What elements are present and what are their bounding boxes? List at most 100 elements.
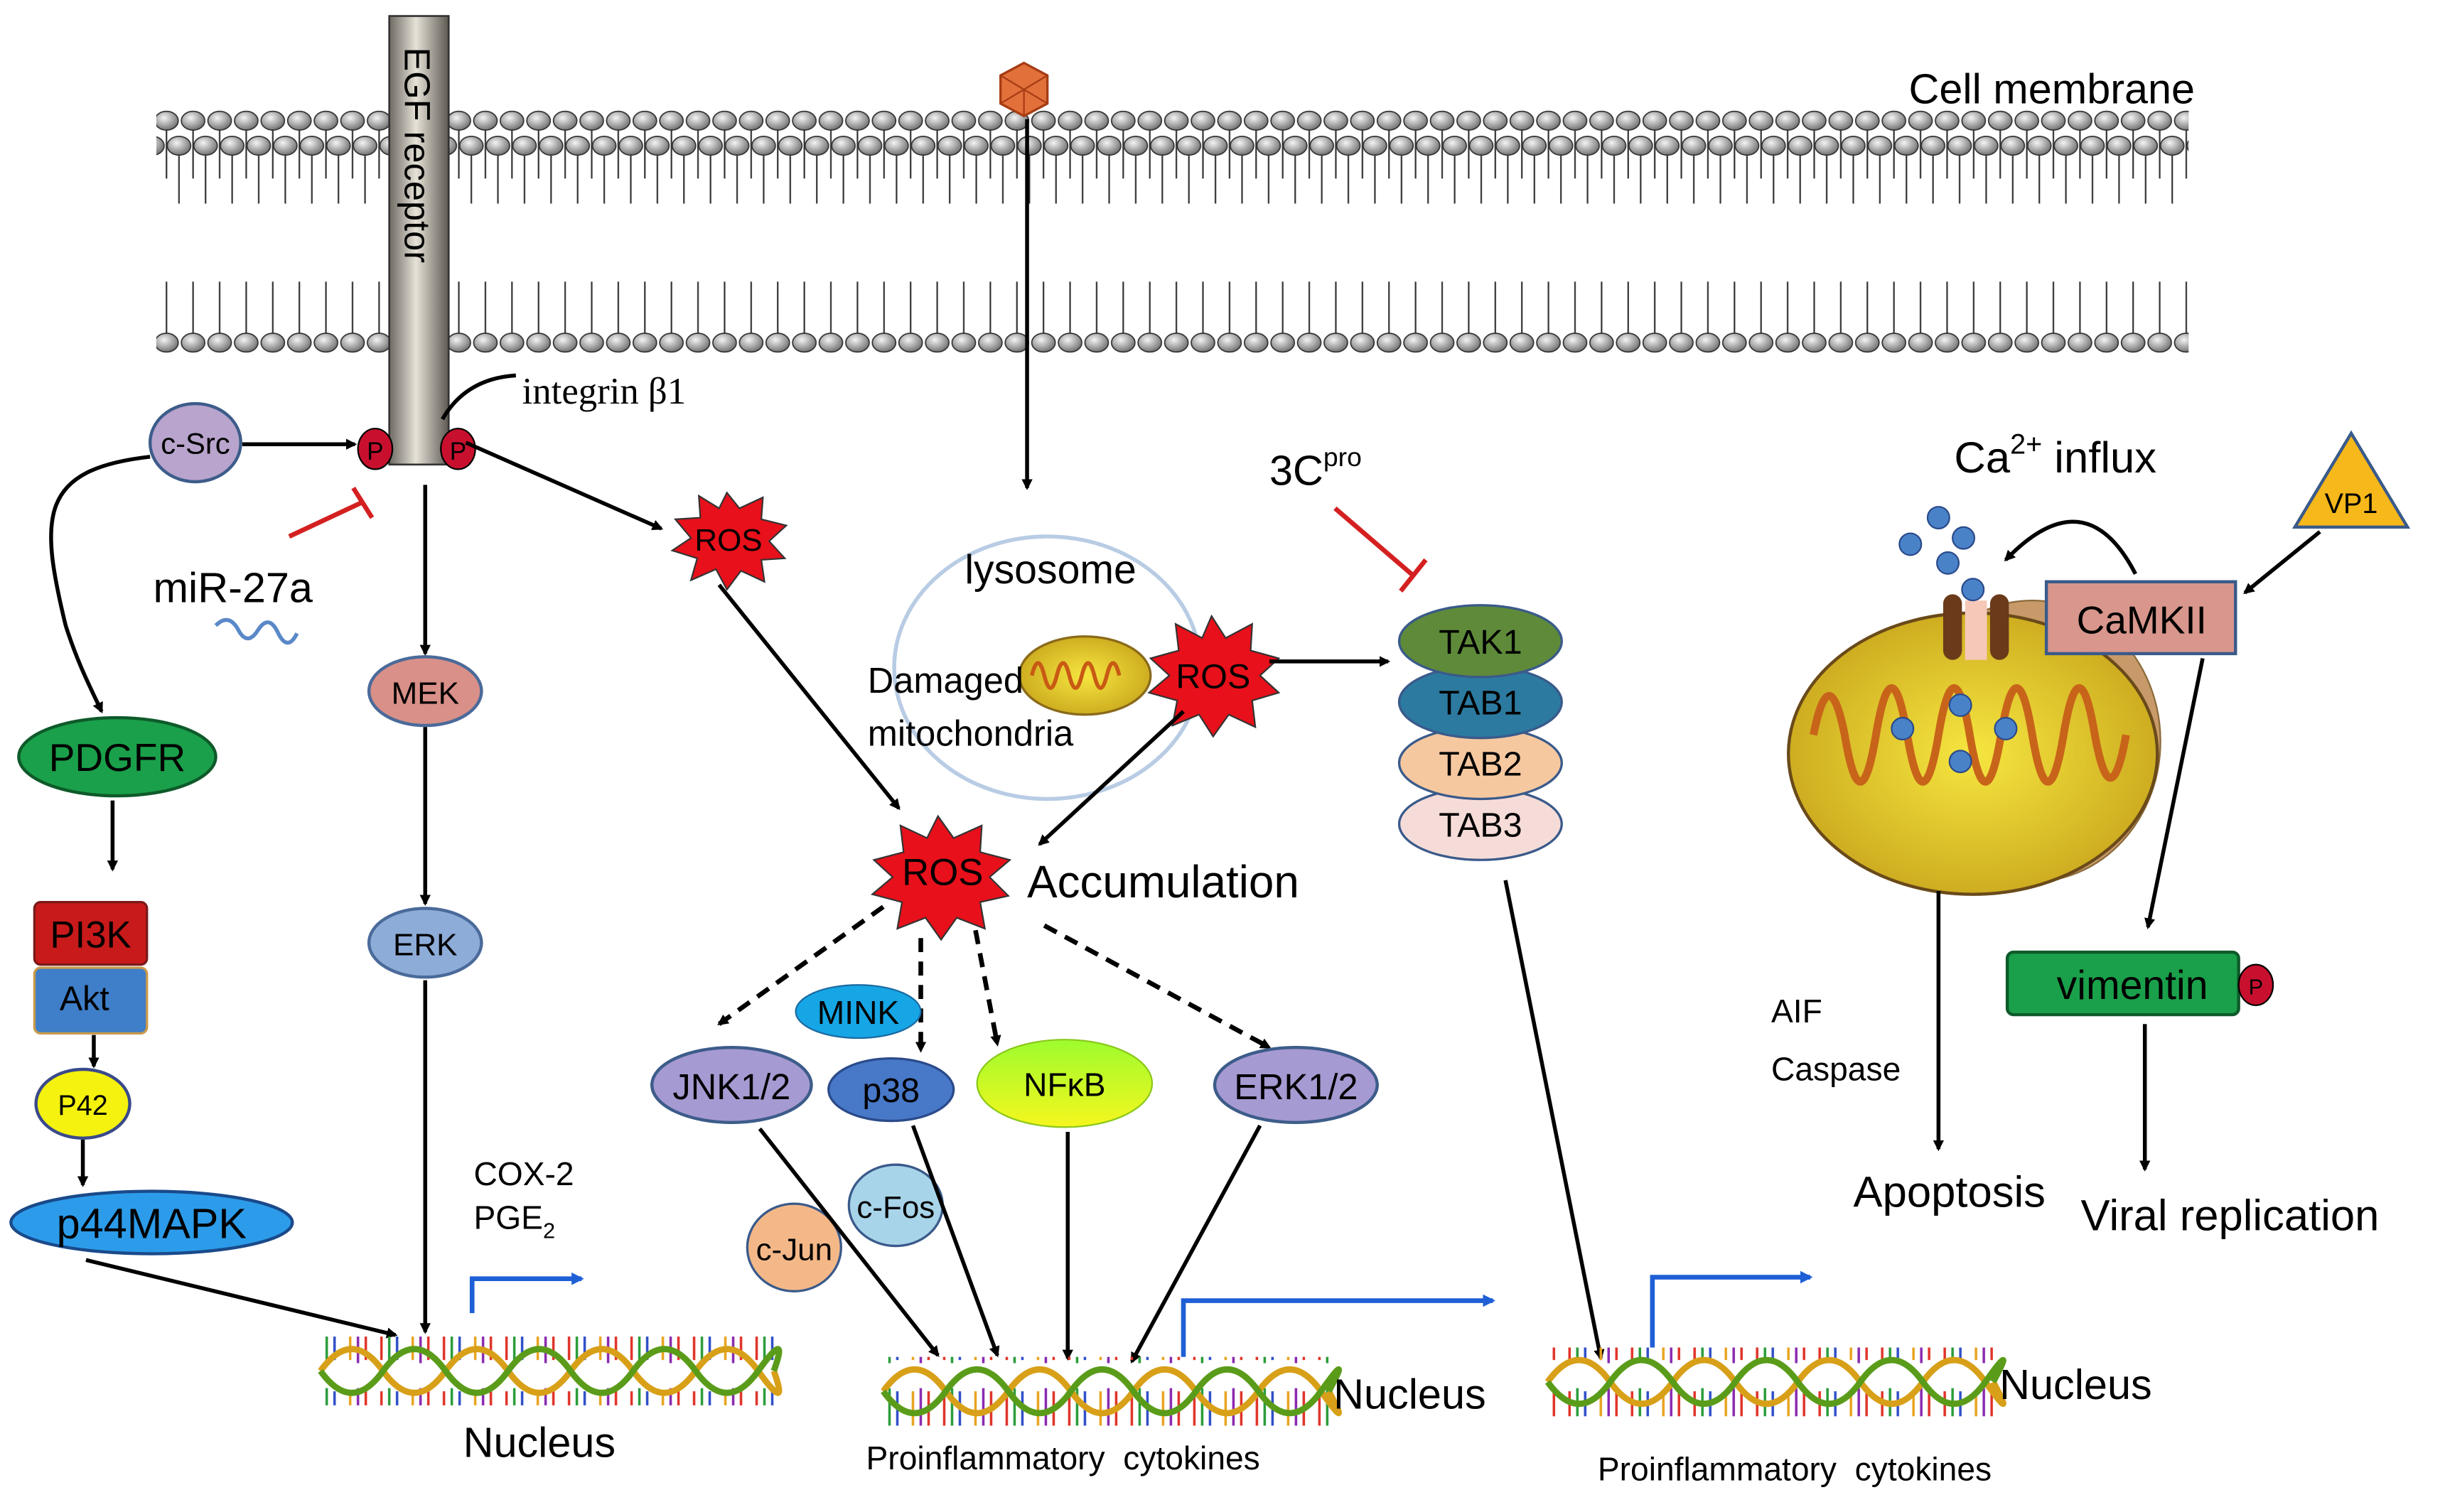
integrin-line [441, 373, 517, 421]
caspase-label: Caspase [1771, 1050, 1901, 1087]
p42-label: P42 [58, 1090, 107, 1121]
virus-icon [999, 61, 1049, 118]
p44mapk-label: p44MAPK [57, 1200, 247, 1248]
akt-label: Akt [60, 979, 109, 1017]
mirna-inhibition [288, 500, 364, 539]
vimentin-label: vimentin [2057, 963, 2208, 1008]
src-to-pdgfr-arrow [49, 455, 151, 714]
p44mapk-node [9, 1189, 294, 1256]
vp1-triangle: VP1 [2291, 430, 2411, 529]
erk-node [367, 907, 483, 979]
aif-label: AIF [1771, 993, 1822, 1030]
protease-label: 3Cpro [1269, 442, 1362, 494]
calcium-ions-icon [1891, 506, 2018, 774]
camkii-to-vimentin-arrow [2144, 657, 2205, 929]
lysosome-label: lysosome [964, 547, 1136, 593]
pi3k-node [33, 901, 149, 966]
pge2-label: PGE2 [473, 1199, 555, 1243]
left-nucleus-label: Nucleus [463, 1418, 616, 1466]
center-transcription-arrow [1181, 1294, 1496, 1357]
vimentin-phospho-label: P [2249, 974, 2264, 999]
ros-to-nfkb-dashed [973, 929, 1001, 1047]
tab3-label: TAB3 [1439, 806, 1522, 844]
protease-inhibition [1333, 506, 1415, 578]
camkii-to-ca-arrow [2004, 519, 2137, 576]
damaged-line1: Damaged [868, 660, 1023, 701]
cell-membrane-label: Cell membrane [1908, 65, 2195, 113]
ros-center-burst: ROS [870, 814, 1012, 941]
left-dna-icon [318, 1336, 783, 1405]
tak-to-nucleus-arrow [1503, 880, 1605, 1361]
mink-node [795, 984, 922, 1040]
ros-center-label: ROS [902, 851, 983, 893]
ros-mito-to-accumulation-arrow [1038, 710, 1185, 846]
jnk-node [650, 1046, 813, 1124]
cfos-label: c-Fos [856, 1190, 935, 1225]
center-dna-icon [881, 1356, 1343, 1426]
c-src-label: c-Src [161, 426, 230, 460]
phospho-left [357, 428, 394, 470]
ros-mito-burst: ROS [1147, 614, 1281, 738]
tak1-node [1397, 604, 1563, 679]
ros-to-erk12-dashed [1043, 923, 1272, 1050]
mek-label: MEK [392, 676, 459, 711]
erk12-node [1213, 1046, 1379, 1124]
c-src-node [148, 401, 242, 484]
ros-top-to-accumulation-arrow [717, 583, 901, 811]
erk12-label: ERK1/2 [1234, 1066, 1358, 1107]
erk-label: ERK [393, 927, 457, 962]
tab1-label: TAB1 [1439, 684, 1522, 723]
damaged-line2: mitochondria [868, 713, 1074, 754]
integrin-label: integrin β1 [522, 371, 687, 412]
right-transcription-arrow [1650, 1270, 1813, 1348]
p42-node [34, 1067, 131, 1140]
cjun-node [746, 1202, 842, 1292]
akt-node [33, 966, 149, 1035]
pdgfr-label: PDGFR [49, 735, 186, 779]
mitochondrion-icon [1787, 594, 2161, 896]
mirna-squiggle-icon [214, 617, 299, 645]
mek-node [367, 655, 483, 728]
cell-membrane: Cell membrane [156, 65, 2195, 355]
tak1-label: TAK1 [1439, 623, 1522, 662]
accumulation-label: Accumulation [1027, 856, 1299, 907]
right-caption: Proinflammatory cytokines [1598, 1450, 1992, 1487]
right-nucleus-label: Nucleus [1999, 1361, 2152, 1408]
center-nucleus-label: Nucleus [1333, 1370, 1486, 1418]
center-caption: Proinflammatory cytokines [866, 1440, 1260, 1476]
mirna-label: miR-27a [154, 563, 313, 611]
nfkb-node [976, 1039, 1154, 1128]
camkii-label: CaMKII [2077, 598, 2207, 642]
camkii-node [2044, 580, 2237, 656]
damaged-mitochondria-icon [1018, 635, 1152, 716]
p38-label: p38 [862, 1071, 920, 1110]
ros-to-jnk-dashed [717, 904, 885, 1026]
ca-influx-label: Ca2+ influx [1954, 428, 2156, 482]
vp1-label: VP1 [2325, 488, 2378, 519]
ros-top-burst: ROS [670, 491, 788, 591]
phospho-left-label: P [367, 438, 383, 465]
cjun-label: c-Jun [756, 1232, 833, 1267]
mink-label: MINK [817, 994, 900, 1031]
nfkb-label: NFκB [1023, 1066, 1105, 1103]
jnk-label: JNK1/2 [672, 1066, 790, 1107]
viral-replication-label: Viral replication [2081, 1192, 2380, 1241]
egf-receptor: EGF receptor P P [357, 15, 476, 470]
left-transcription-arrow [469, 1272, 584, 1314]
vimentin-phospho [2237, 963, 2274, 1006]
p44-to-nucleus-arrow [85, 1258, 398, 1339]
phospho-right-label: P [450, 438, 466, 465]
right-dna-icon [1544, 1347, 2006, 1417]
cox2-label: COX-2 [473, 1155, 574, 1192]
tab2-label: TAB2 [1439, 745, 1522, 783]
p38-node [827, 1057, 955, 1123]
apoptosis-label: Apoptosis [1854, 1168, 2046, 1217]
pi3k-label: PI3K [50, 914, 131, 956]
ros-top-label: ROS [694, 523, 762, 558]
tak-complex: TAB3 TAB2 TAB1 TAK1 [1397, 604, 1563, 861]
ros-mito-label: ROS [1176, 657, 1250, 696]
pdgfr-node [17, 716, 217, 798]
egfr-to-ros-arrow [465, 441, 664, 531]
egf-receptor-label: EGF receptor [397, 48, 438, 264]
